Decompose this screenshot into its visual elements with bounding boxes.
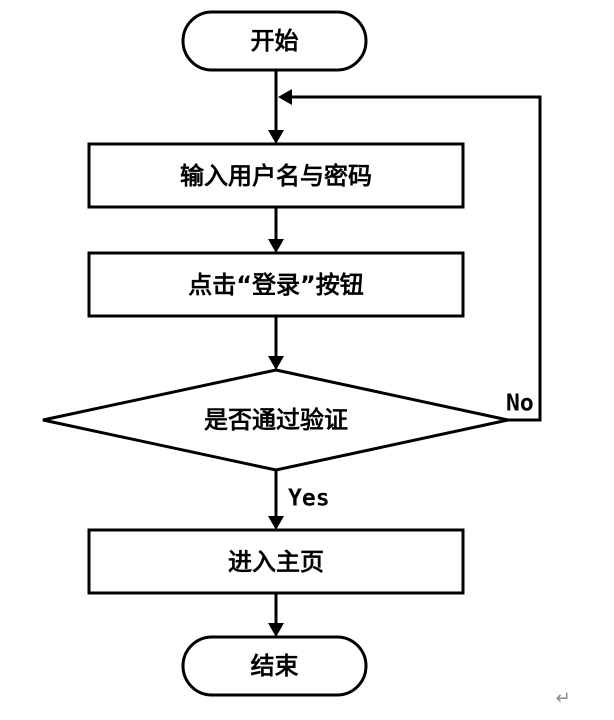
verify-decision-label: 是否通过验证: [204, 406, 348, 434]
end-node: 结束: [181, 635, 368, 697]
start-node-label: 开始: [251, 27, 299, 55]
click-login-label: 点击“登录”按钮: [188, 271, 364, 299]
edge-input-to-click: [268, 207, 284, 253]
edge-verify-no-loop-line: [290, 95, 542, 422]
edge-home-to-end: [268, 593, 284, 637]
input-credentials-box: [87, 142, 465, 209]
no-edge-label: No: [506, 391, 534, 417]
edge-verify-yes-to-home: Yes: [268, 470, 330, 530]
start-node: 开始: [181, 10, 368, 72]
end-terminal: [181, 635, 368, 697]
yes-edge-label: Yes: [288, 486, 330, 512]
verify-decision-node: 是否通过验证: [42, 368, 509, 472]
edge-verify-yes-to-home-arrow: [268, 516, 284, 530]
click-login-node: 点击“登录”按钮: [87, 251, 465, 318]
enter-home-label: 进入主页: [228, 548, 324, 576]
enter-home-node: 进入主页: [87, 528, 465, 595]
edge-click-to-verify-arrow: [268, 356, 284, 370]
edge-start-to-input: [268, 70, 284, 144]
edge-verify-no-loop-arrow: [278, 89, 292, 105]
edge-start-to-input-arrow: [268, 130, 284, 144]
input-credentials-node: 输入用户名与密码: [87, 142, 465, 209]
return-mark-icon: ↵: [555, 688, 570, 709]
end-node-label: 结束: [251, 652, 300, 680]
edge-input-to-click-arrow: [268, 239, 284, 253]
input-credentials-label: 输入用户名与密码: [180, 162, 372, 190]
edge-verify-no-loop: No: [278, 89, 542, 422]
edge-home-to-end-arrow: [268, 623, 284, 637]
edge-click-to-verify: [268, 316, 284, 370]
